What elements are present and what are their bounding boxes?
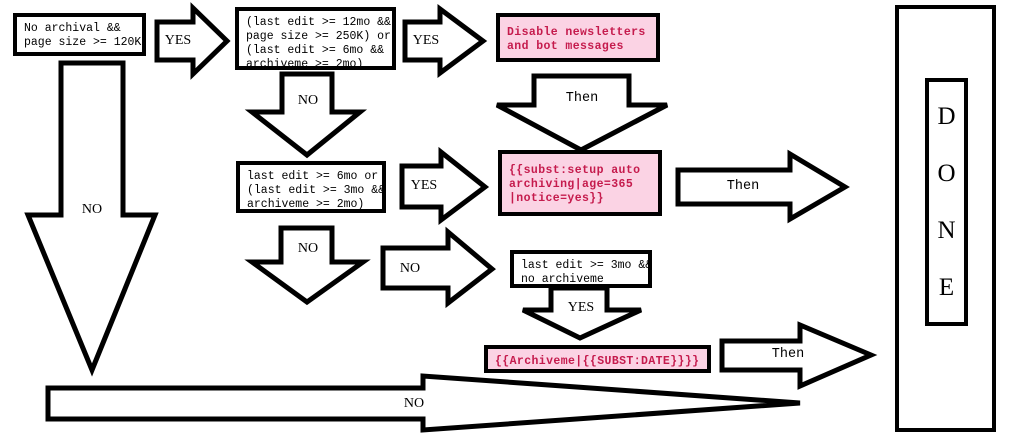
condition-12mo-250k-box[interactable]: (last edit >= 12mo && page size >= 250K)… — [235, 7, 396, 71]
arrow-no-1-label: NO — [297, 93, 319, 108]
done-letter-n: N — [937, 216, 956, 244]
action-setup-auto-archiving-box[interactable]: {{subst:setup auto archiving|age=365 |no… — [498, 150, 662, 216]
arrow-yes-1-label: YES — [164, 33, 192, 48]
arrow-yes-4-label: YES — [567, 300, 595, 315]
arrow-then-3-label: Then — [771, 347, 805, 362]
arrow-yes-3-label: YES — [410, 178, 438, 193]
arrow-then-1-shape — [495, 73, 669, 153]
arrow-then-2-label: Then — [726, 179, 760, 194]
done-letter-o: O — [937, 159, 956, 187]
condition-3mo-no-archiveme-box[interactable]: last edit >= 3mo && no archiveme — [510, 250, 652, 288]
condition-no-archival-box[interactable]: No archival && page size >= 120K — [13, 13, 146, 56]
action-disable-newsletters-box[interactable]: Disable newsletters and bot messages — [496, 13, 660, 62]
arrow-no-2-shape — [244, 225, 371, 306]
arrow-then-1-label: Then — [565, 91, 599, 106]
arrow-no-1-shape — [244, 71, 368, 159]
done-letter-d: D — [937, 102, 956, 130]
arrow-no-bottom-label: NO — [403, 396, 425, 411]
arrow-yes-2-label: YES — [412, 33, 440, 48]
action-archiveme-box[interactable]: {{Archiveme|{{SUBST:DATE}}}} — [484, 345, 711, 373]
arrow-no-2-label: NO — [297, 241, 319, 256]
done-terminal-inner[interactable]: D O N E — [925, 78, 968, 326]
done-letter-e: E — [938, 273, 955, 301]
arrow-no-3-label: NO — [399, 261, 421, 276]
condition-6mo-3mo-box[interactable]: last edit >= 6mo or (last edit >= 3mo &&… — [236, 161, 386, 213]
arrow-no-main-label: NO — [81, 202, 103, 217]
